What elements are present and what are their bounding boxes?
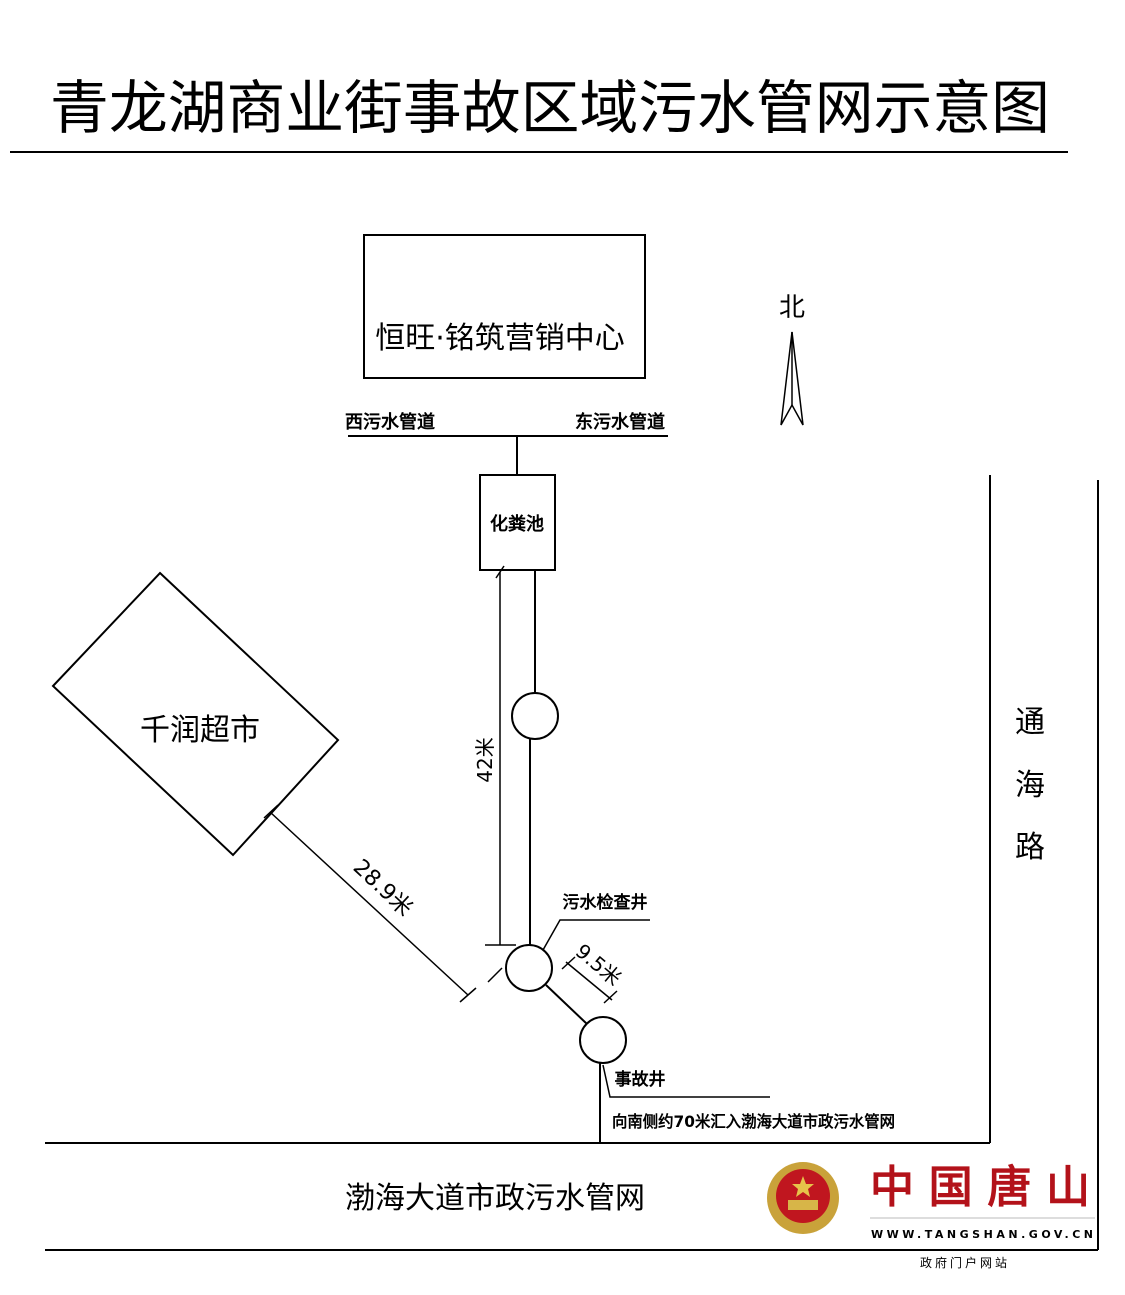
inspection-well-leader (542, 919, 650, 951)
dimension-28-9m-label: 28.9米 (348, 855, 417, 922)
dimension-28-9m: 28.9米 (263, 804, 503, 1003)
supermarket-label: 千润超市 (140, 713, 260, 748)
outlet-note: 向南侧约70米汇入渤海大道市政污水管网 (612, 1112, 895, 1131)
west-pipe-label: 西污水管道 (345, 411, 435, 433)
logo-name: 中国唐山 (870, 1162, 1090, 1213)
north-arrow-icon (780, 331, 804, 426)
road-label-char: 通 (1015, 705, 1045, 740)
diagram-title: 青龙湖商业街事故区域污水管网示意图 (50, 74, 1050, 142)
north-label: 北 (779, 293, 805, 323)
dimension-42m-label: 42米 (473, 737, 497, 782)
accident-well-leader (602, 1064, 770, 1098)
dimension-42m: 42米 (473, 565, 516, 946)
pipe-to-accident-well (545, 984, 588, 1025)
municipal-pipe-label: 渤海大道市政污水管网 (345, 1181, 645, 1216)
septic-tank (479, 474, 556, 571)
road-label-char: 路 (1015, 830, 1045, 865)
road-label-char: 海 (1015, 768, 1045, 803)
logo-url: WWW.TANGSHAN.GOV.CN (871, 1228, 1093, 1241)
accident-well (579, 1016, 627, 1064)
septic-tank-label: 化粪池 (490, 513, 544, 535)
tangshan-logo: 中国唐山 WWW.TANGSHAN.GOV.CN 政府门户网站 (767, 1162, 1095, 1270)
manhole (511, 692, 559, 740)
supermarket-building (51, 571, 340, 857)
east-pipe-label: 东污水管道 (575, 411, 665, 433)
accident-well-label: 事故井 (615, 1069, 666, 1090)
inspection-well (505, 944, 553, 992)
dimension-9-5m: 9.5米 (561, 939, 626, 1004)
logo-subtitle: 政府门户网站 (920, 1255, 1010, 1270)
inspection-well-label: 污水检查井 (563, 892, 648, 913)
sales-center-building (363, 234, 646, 379)
dimension-9-5m-label: 9.5米 (571, 939, 626, 991)
sales-center-label: 恒旺·铭筑营销中心 (375, 321, 625, 356)
